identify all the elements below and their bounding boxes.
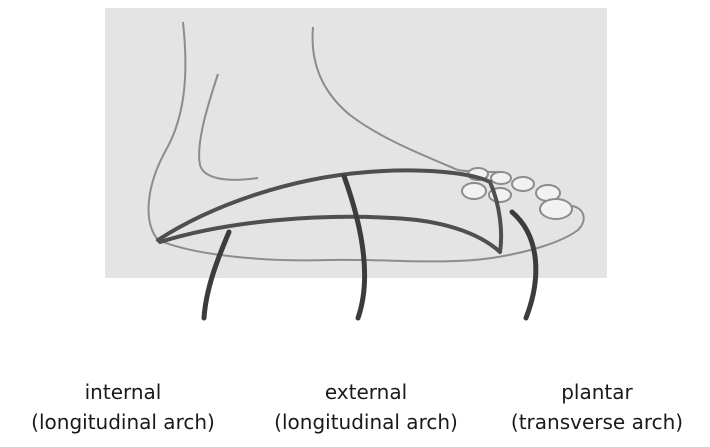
toe-3 [512,177,534,191]
foot-arch-diagram [0,0,710,340]
toe-2 [491,172,511,184]
external-arch-label: external (longitudinal arch) [250,377,482,437]
external-arch-detail: (longitudinal arch) [250,407,482,437]
plantar-arch-label: plantar (transverse arch) [484,377,710,437]
big-toe [540,199,572,219]
external-arch-name: external [250,377,482,407]
plantar-arch-name: plantar [484,377,710,407]
internal-arch-name: internal [0,377,246,407]
internal-arch-label: internal (longitudinal arch) [0,377,246,437]
plantar-arch-detail: (transverse arch) [484,407,710,437]
internal-arch-detail: (longitudinal arch) [0,407,246,437]
toe-4 [462,183,486,199]
